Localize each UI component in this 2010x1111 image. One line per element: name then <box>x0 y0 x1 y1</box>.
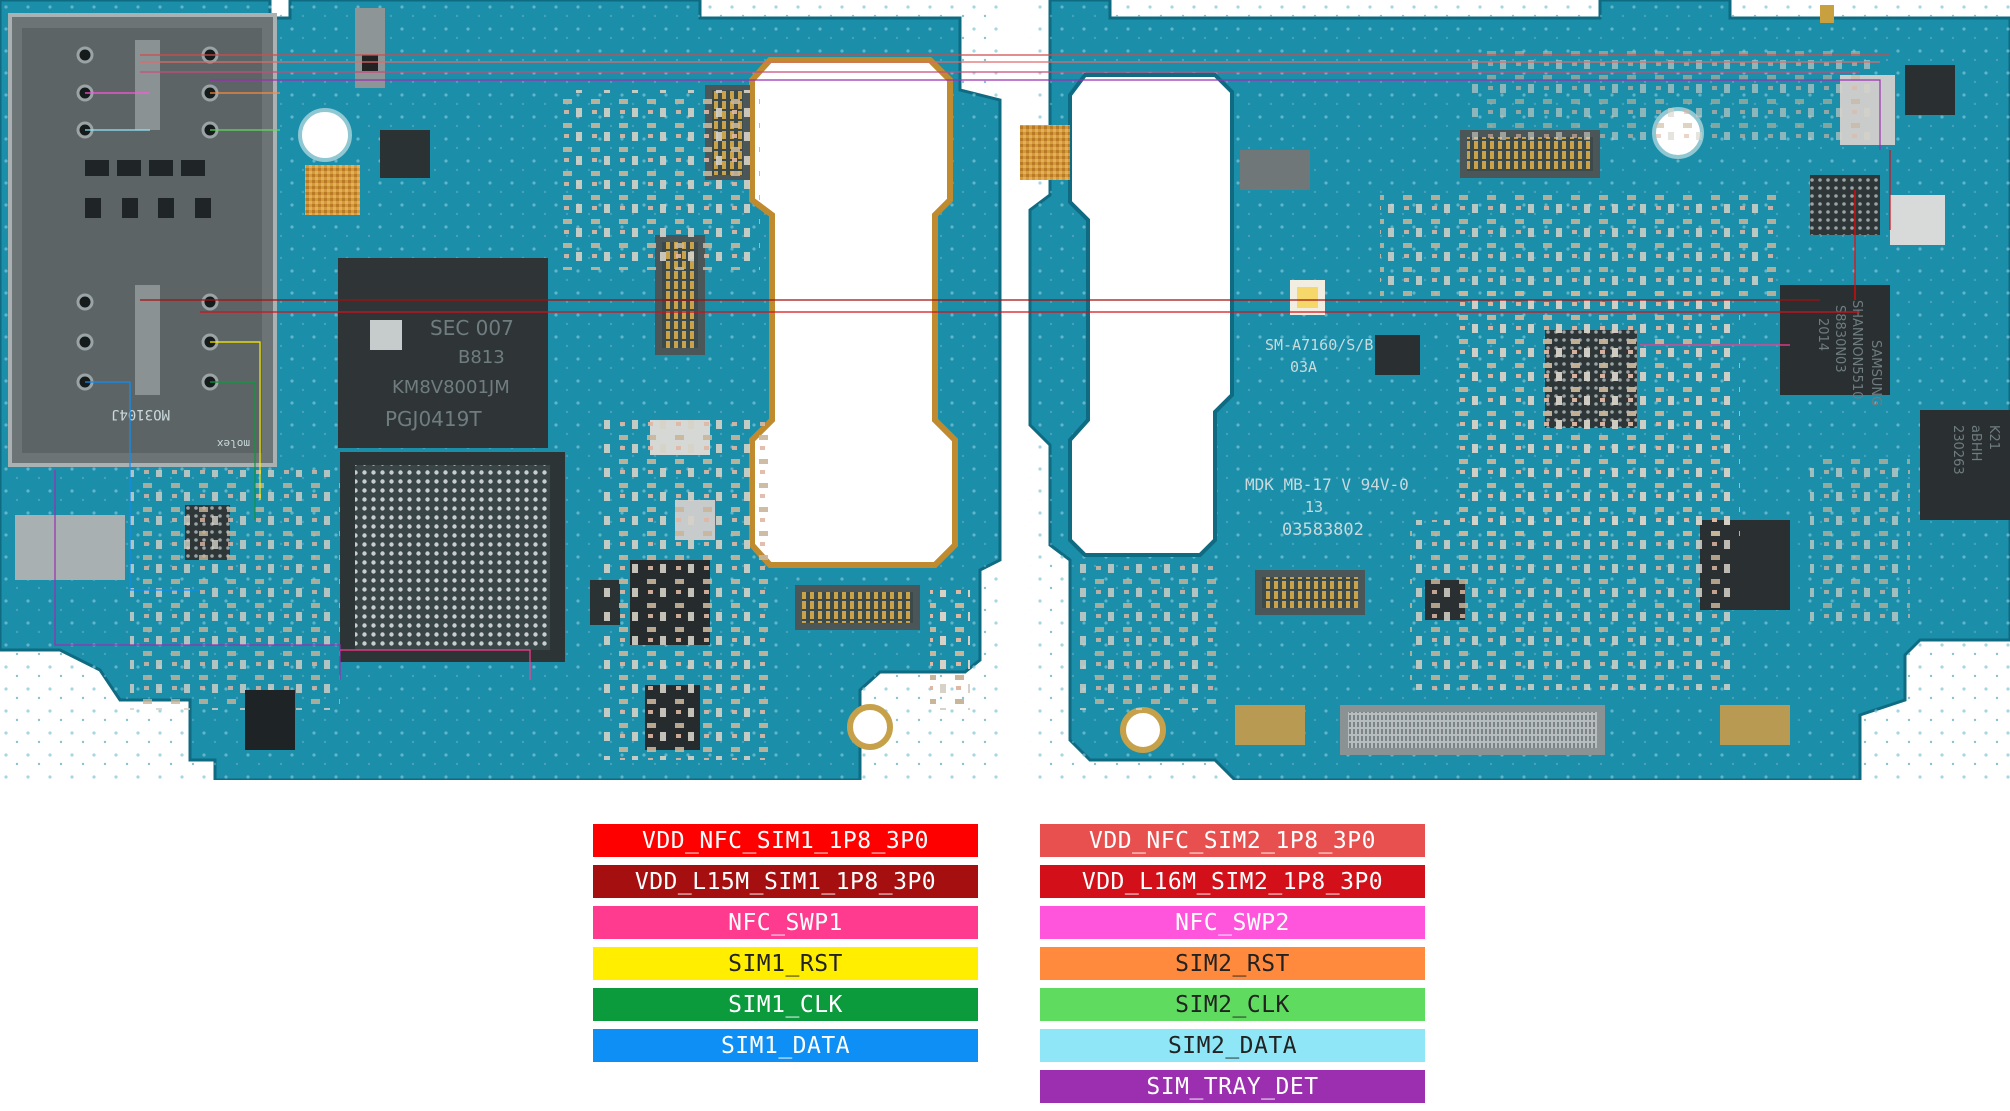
modem-chip-label: SAMSUNG SHANNON5510 S8830N03 2014 <box>1815 300 1883 406</box>
legend-item-sim1-data: SIM1_DATA <box>593 1029 978 1062</box>
legend-item-vdd-nfc-sim2: VDD_NFC_SIM2_1P8_3P0 <box>1040 824 1425 857</box>
svg-text:03A: 03A <box>1290 358 1317 376</box>
svg-text:13: 13 <box>1305 498 1323 516</box>
svg-text:B813: B813 <box>458 347 505 368</box>
svg-text:S8830N03: S8830N03 <box>1832 305 1847 373</box>
ram-chip-label: SEC 007 B813 KM8V8001JM PGJ0419T <box>385 316 514 431</box>
svg-text:SEC 007: SEC 007 <box>430 316 514 340</box>
left-board: MO3104J molex SEC 007 B813 KM8V8001JM PG… <box>0 0 1002 780</box>
legend-item-nfc-swp2: NFC_SWP2 <box>1040 906 1425 939</box>
svg-text:aBHH: aBHH <box>1968 425 1983 461</box>
pcb-board-photo: MO3104J molex SEC 007 B813 KM8V8001JM PG… <box>0 0 2010 780</box>
right-board: SM-A7160/S/B 03A MDK MB-17 V 94V-0 13 03… <box>1020 0 2010 780</box>
svg-text:MDK MB-17 V 94V-0: MDK MB-17 V 94V-0 <box>1245 475 1409 494</box>
legend-item-vdd-l16m-sim2: VDD_L16M_SIM2_1P8_3P0 <box>1040 865 1425 898</box>
svg-text:2014: 2014 <box>1815 318 1830 351</box>
signal-trace-lines <box>54 54 1891 680</box>
svg-text:PGJ0419T: PGJ0419T <box>385 407 482 431</box>
legend-item-nfc-swp1: NFC_SWP1 <box>593 906 978 939</box>
svg-text:230263: 230263 <box>1950 425 1965 475</box>
legend-item-sim2-rst: SIM2_RST <box>1040 947 1425 980</box>
svg-text:SM-A7160/S/B: SM-A7160/S/B <box>1265 336 1373 354</box>
svg-text:SHANNON5510: SHANNON5510 <box>1849 300 1864 399</box>
sim-brand-label: molex <box>217 437 250 450</box>
svg-text:SAMSUNG: SAMSUNG <box>1868 340 1883 406</box>
legend-item-sim-tray-det: SIM_TRAY_DET <box>1040 1070 1425 1103</box>
legend-item-vdd-l15m-sim1: VDD_L15M_SIM1_1P8_3P0 <box>593 865 978 898</box>
board-silkscreen: SM-A7160/S/B 03A MDK MB-17 V 94V-0 13 03… <box>1245 336 1409 540</box>
sim-connector-label: MO3104J <box>111 406 170 422</box>
legend-item-sim2-clk: SIM2_CLK <box>1040 988 1425 1021</box>
flash-chip-label: K21 aBHH 230263 <box>1950 425 2001 475</box>
svg-text:KM8V8001JM: KM8V8001JM <box>392 377 510 398</box>
legend-item-sim2-data: SIM2_DATA <box>1040 1029 1425 1062</box>
svg-text:K21: K21 <box>1986 425 2001 450</box>
legend-item-sim1-rst: SIM1_RST <box>593 947 978 980</box>
legend-item-sim1-clk: SIM1_CLK <box>593 988 978 1021</box>
legend-item-vdd-nfc-sim1: VDD_NFC_SIM1_1P8_3P0 <box>593 824 978 857</box>
svg-text:03583802: 03583802 <box>1282 520 1364 540</box>
